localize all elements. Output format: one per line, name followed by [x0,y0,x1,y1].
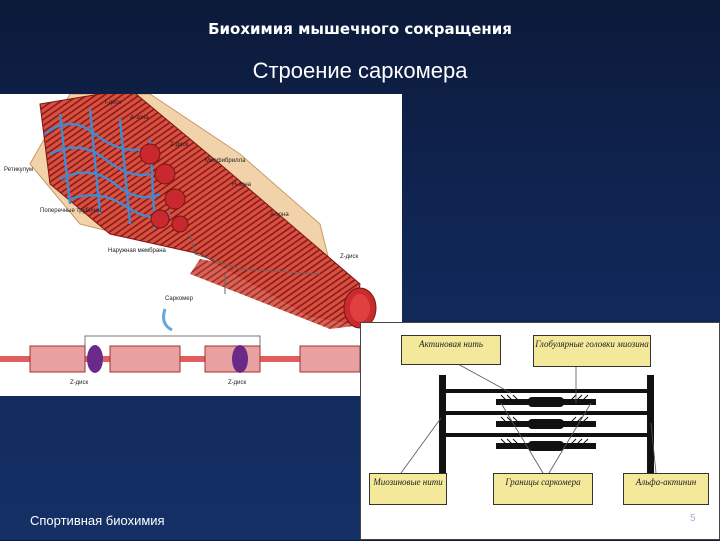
sarcomere-schematic: Актиновая нить Глобулярные головки миози… [360,322,720,540]
sarcomere-schematic-drawing [400,362,657,479]
label-sarcomere-borders: Границы саркомера [493,473,593,505]
label-z-disk-bottom-2: Z-диск [228,380,247,386]
label-z-disk-bottom-1: Z-диск [70,380,89,386]
label-reticulum: Ретикулум [4,167,33,173]
label-actin-filament: Актиновая нить [401,335,501,365]
label-myofibril: Миофибрилла [205,158,246,164]
label-alpha-actinin: Альфа-актинин [623,473,709,505]
label-z-disk-top: Z-диск [170,142,189,148]
label-z-disk-right: Z-диск [340,254,359,260]
label-zone-a: А-зона [130,115,149,121]
label-outer-membrane: Наружная мембрана [108,248,167,254]
page-number: 5 [690,513,696,524]
label-sarcomere: Саркомер [165,296,194,302]
slide-subtitle: Строение саркомера [252,58,468,83]
label-a-zone-mid: А-зона [270,212,289,218]
label-myosin-filaments: Миозиновые нити [369,473,447,505]
label-zone-h: Н-зона [232,182,252,188]
label-disk-i: I-диск [105,100,122,106]
muscle-fiber-illustration: I-диск А-зона Z-диск Миофибрилла Ретикул… [0,94,402,386]
footer-text: Спортивная биохимия [30,513,165,528]
slide-title: Биохимия мышечного сокращения [208,20,512,38]
label-globular-heads: Глобулярные головки миозина [533,335,651,367]
label-t-tubules: Поперечные трубочки [40,208,101,214]
muscle-fiber-figure: I-диск А-зона Z-диск Миофибрилла Ретикул… [0,94,402,396]
